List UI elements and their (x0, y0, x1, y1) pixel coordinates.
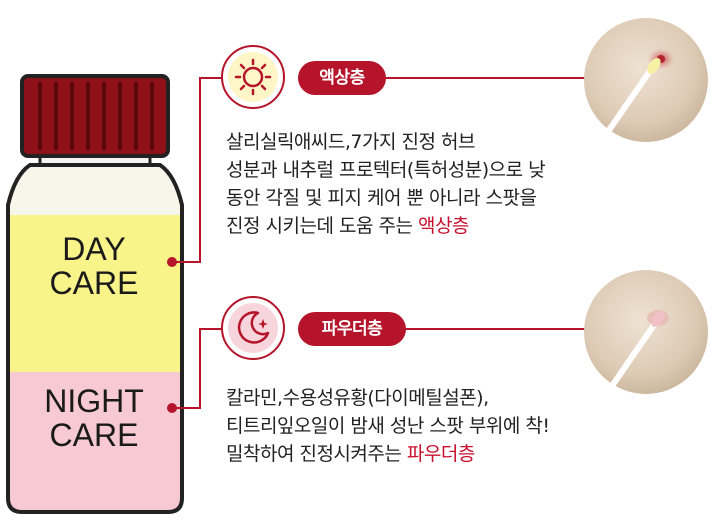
night-line-3: 밀착하여 진정시켜주는 파우더층 (226, 440, 549, 468)
sun-icon (221, 45, 285, 109)
day-line-4-text: 진정 시키는데 도움 주는 (226, 215, 418, 237)
day-badge-bg (298, 61, 386, 95)
night-badge-bg (298, 312, 406, 346)
day-line-4: 진정 시키는데 도움 주는 액상층 (226, 212, 545, 240)
bottle-night-fill (8, 372, 182, 512)
day-line-1: 살리실릭애씨드,7가지 진정 허브 (226, 131, 475, 153)
day-line-3: 동안 각질 및 피지 케어 뿐 아니라 스팟을 (226, 187, 537, 209)
bottle (6, 74, 184, 514)
bottle-outline (6, 163, 184, 514)
night-line-2: 티트리잎오일이 밤새 성난 스팟 부위에 착! (226, 415, 550, 437)
day-care-label-line-2: CARE (49, 265, 139, 301)
night-badge: 파우더층 (321, 319, 383, 339)
night-line-1: 칼라민,수용성유황(다이메틸설폰), (226, 387, 489, 409)
skin-photo-day (584, 18, 708, 142)
day-line-2: 성분과 내추럴 프로텍터(특허성분)으로 낮 (226, 159, 546, 181)
moon-star-icon (221, 296, 285, 360)
night-care-label-line-1: NIGHT (44, 383, 144, 419)
night-care-label: NIGHT CARE (24, 384, 164, 452)
night-description: 칼라민,수용성유황(다이메틸설폰), 티트리잎오일이 밤새 성난 스팟 부위에 … (226, 384, 550, 468)
night-care-label-line-2: CARE (49, 417, 139, 453)
bottle-top-clear (8, 165, 182, 215)
night-line-3-text: 밀착하여 진정시켜주는 (226, 443, 407, 465)
day-description: 살리실릭애씨드,7가지 진정 허브 성분과 내추럴 프로텍터(특허성분)으로 낮… (226, 128, 546, 240)
day-badge: 액상층 (319, 68, 365, 88)
day-care-label: DAY CARE (24, 232, 164, 300)
skin-photo-night (584, 270, 708, 394)
bottle-cap (20, 74, 170, 158)
night-highlight: 파우더층 (406, 443, 475, 465)
day-care-label-line-1: DAY (62, 231, 126, 267)
day-highlight: 액상층 (417, 215, 469, 237)
